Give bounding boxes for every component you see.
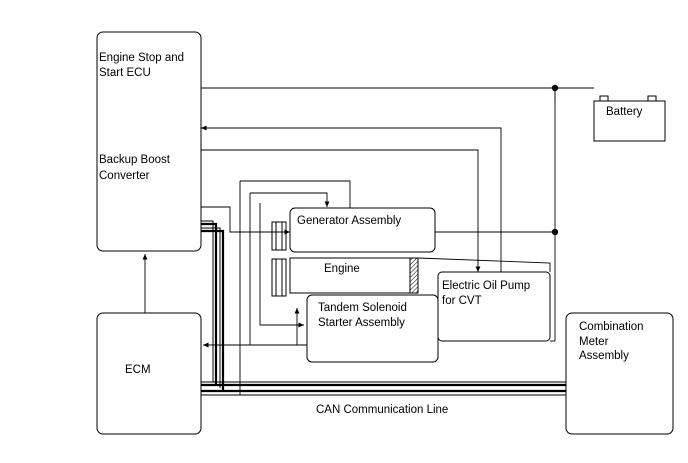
- meter-label-line1: Combination: [579, 321, 644, 333]
- boost-label-line2: Converter: [99, 170, 150, 182]
- oil-pump-label-line1: Electric Oil Pump: [442, 280, 530, 292]
- ecu-label-line2: Start ECU: [99, 67, 151, 79]
- junction-dot: [551, 228, 559, 236]
- ecm-label: ECM: [125, 364, 151, 376]
- engine-stop-start-ecu-box: [96, 31, 202, 252]
- boost-label-line1: Backup Boost: [99, 154, 171, 166]
- ecu-label-line1: Engine Stop and: [99, 52, 184, 64]
- generator-label: Generator Assembly: [297, 215, 401, 227]
- electric-oil-pump-box: [437, 271, 551, 342]
- harness: [201, 220, 566, 396]
- engine-label: Engine: [324, 263, 360, 275]
- can-line-label: CAN Communication Line: [316, 404, 448, 416]
- junction-dot: [551, 84, 559, 92]
- meter-label-line3: Assembly: [579, 350, 629, 362]
- oil-pump-label-line2: for CVT: [442, 295, 482, 307]
- engine-flywheel-hatch: [409, 257, 419, 294]
- meter-label-line2: Meter: [579, 336, 609, 348]
- tandem-label-line2: Starter Assembly: [318, 317, 405, 329]
- battery-symbol: [593, 95, 666, 142]
- pulley-belt: [271, 221, 287, 297]
- combination-meter-box: [565, 312, 674, 435]
- battery-label: Battery: [606, 106, 643, 118]
- engine-box: [289, 257, 411, 294]
- generator-assembly-box: [289, 207, 436, 253]
- ecm-box: [96, 312, 202, 435]
- tandem-label-line1: Tandem Solenoid: [318, 302, 407, 314]
